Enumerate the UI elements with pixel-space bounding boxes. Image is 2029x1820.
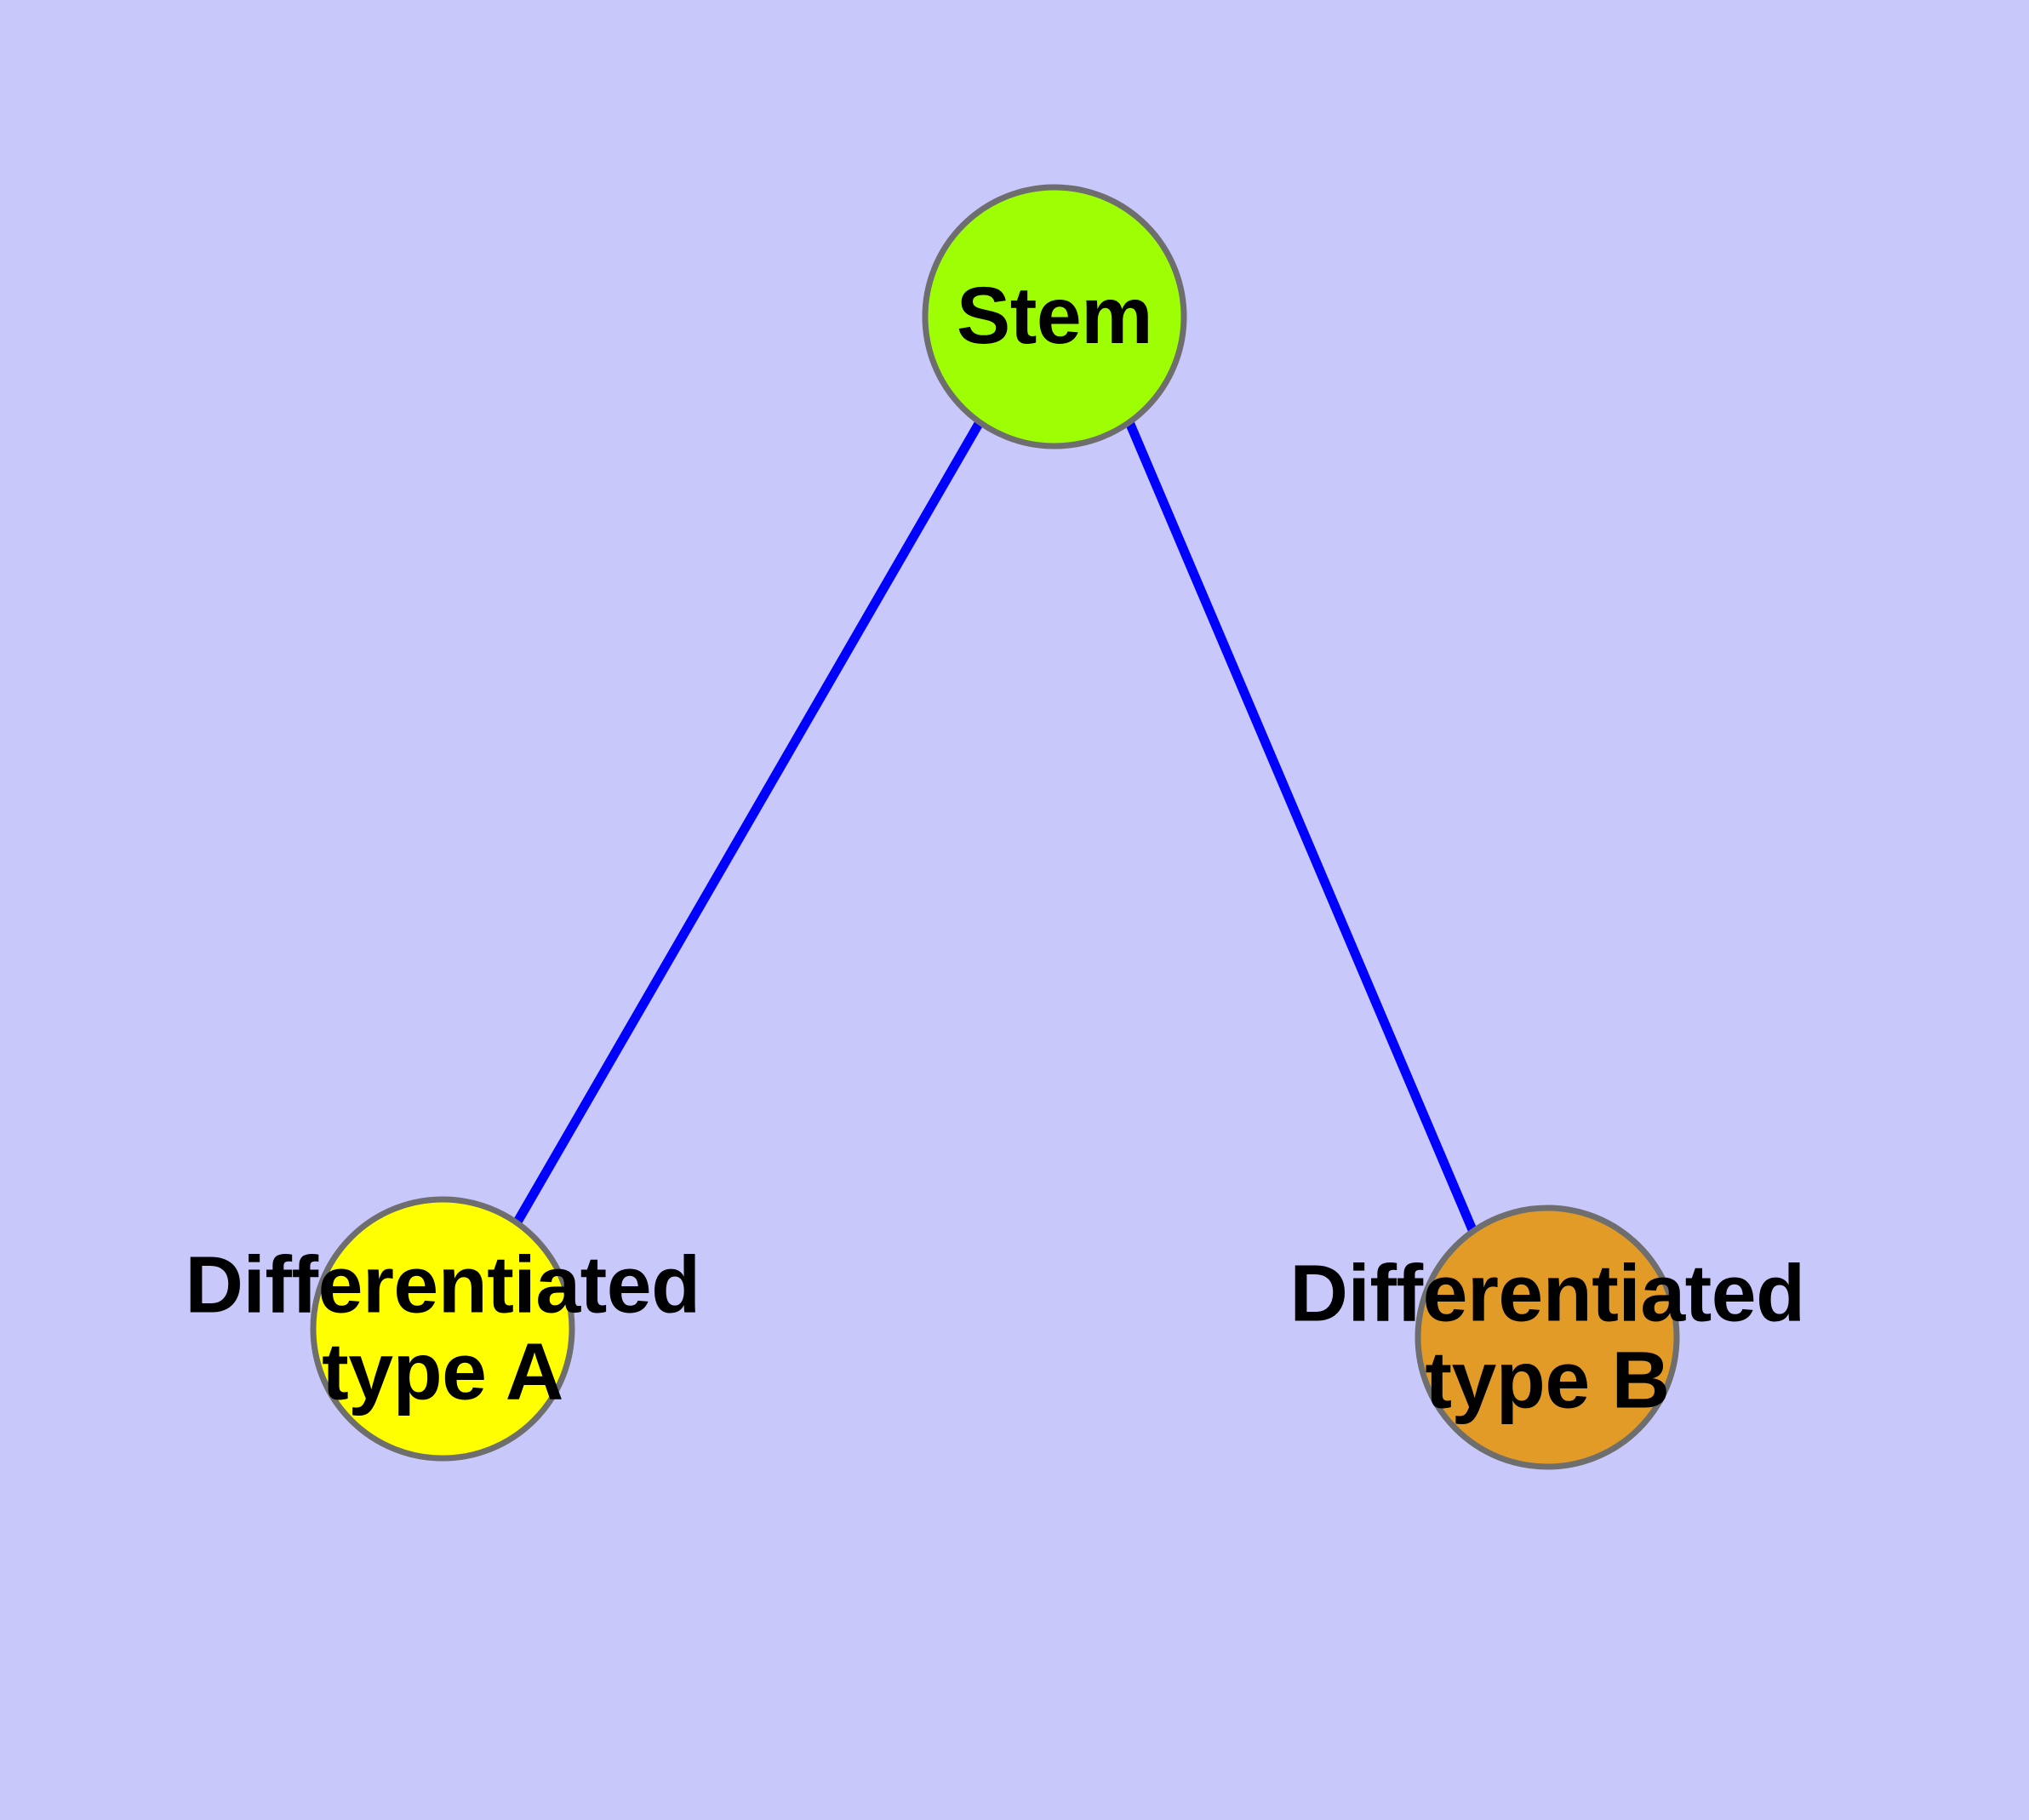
node-layer — [310, 184, 1680, 1470]
edge-stem-to-differentiated-type-b[interactable] — [1124, 420, 1478, 1234]
edge-stem-to-differentiated-type-a[interactable] — [512, 420, 984, 1226]
node-differentiated-type-b[interactable] — [1415, 1205, 1680, 1470]
edge-layer — [512, 420, 1478, 1234]
node-stem[interactable] — [922, 184, 1187, 449]
node-differentiated-type-a[interactable] — [310, 1196, 575, 1462]
